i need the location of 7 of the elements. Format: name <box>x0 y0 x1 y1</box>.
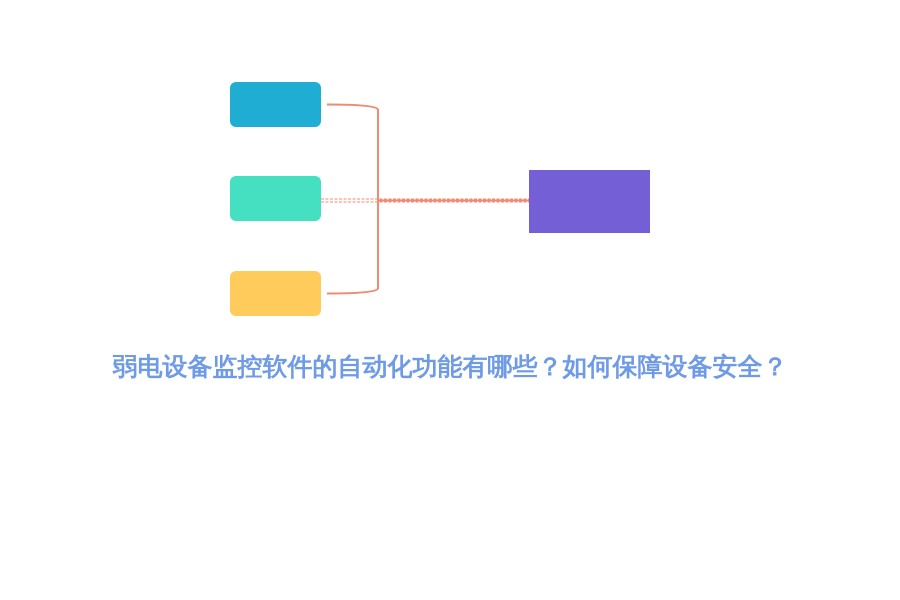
color-box <box>230 176 321 221</box>
color-box <box>529 170 650 233</box>
title: 弱电设备监控软件的自动化功能有哪些？如何保障设备安全？ <box>111 351 788 383</box>
dashed-connector <box>320 198 530 202</box>
color-box <box>230 82 321 127</box>
color-box <box>230 271 321 316</box>
bracket-connector <box>327 200 529 294</box>
